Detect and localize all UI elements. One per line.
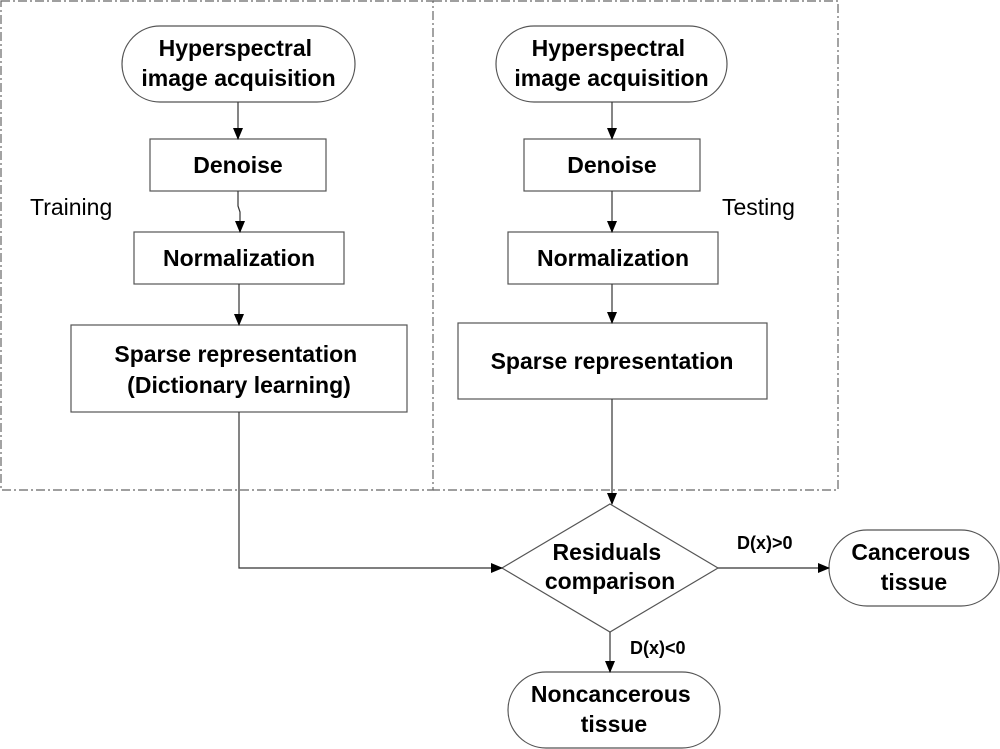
testing-frame [433,0,839,491]
testing-sparse-label: Sparse representation [491,348,734,374]
training-normalization-node [133,231,345,285]
testing-label: Testing [722,194,795,220]
testing-normalization-node [507,231,719,285]
training-denoise-label: Denoise [193,152,282,178]
condition-negative-label: D(x)<0 [630,638,686,658]
training-denoise-node [149,138,327,192]
testing-normalization-label: Normalization [537,245,689,271]
training-sparse-node [70,324,408,413]
residuals-comparison-label: Residuals comparison [545,539,675,594]
condition-positive-label: D(x)>0 [737,533,793,553]
training-sparse-label: Sparse representation (Dictionary learni… [114,341,363,398]
testing-acquisition-label: Hyperspectral image acquisition [514,35,708,91]
cancerous-tissue-label: Cancerous tissue [851,539,976,595]
training-frame [0,0,434,491]
testing-denoise-label: Denoise [567,152,656,178]
edge-train-sparse-to-decision [238,412,503,573]
training-normalization-label: Normalization [163,245,315,271]
training-acquisition-label: Hyperspectral image acquisition [141,35,335,91]
training-label: Training [30,194,112,220]
noncancerous-tissue-label: Noncancerous tissue [531,681,697,737]
edge-train-denoise-to-normalization [235,191,245,233]
